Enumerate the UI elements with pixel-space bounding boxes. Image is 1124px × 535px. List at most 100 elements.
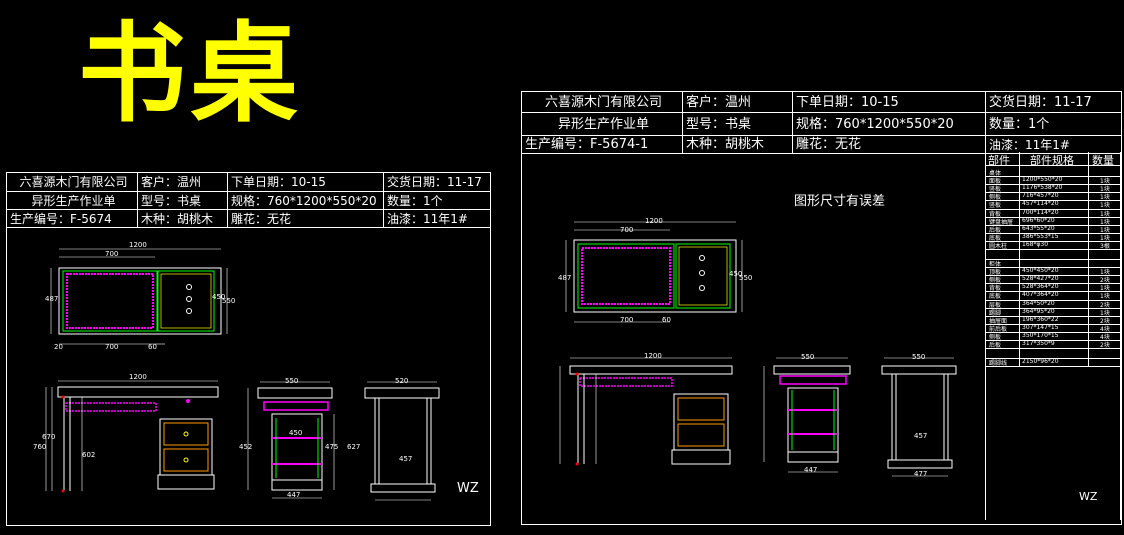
part-spec: 196*360*22 [1022,315,1059,323]
dim-side-width: 550 [285,377,299,385]
dimension-error-note: 图形尺寸有误差 [794,194,886,209]
part-qty: 1块 [1100,293,1110,301]
part-spec: 716*457*20 [1022,192,1059,200]
part-qty: 1块 [1100,186,1110,194]
left-doc-type: 异形生产作业单 [7,192,138,210]
part-name: 顶板 [989,269,1002,277]
left-client: 客户：温州 [138,173,228,192]
left-quantity: 数量：1个 [384,192,490,210]
part-name: 侧板 [989,277,1002,285]
right-side-view [763,357,851,473]
dim-back-width-r: 550 [912,353,926,361]
left-prod-no: 生产编号：F-5674 [7,210,138,228]
dim-back-w3-r: 477 [914,470,928,478]
dim-plan-left-r: 700 [620,226,634,234]
right-spec: 规格：760*1200*550*20 [793,113,986,136]
part-name: 底板 [989,234,1002,242]
dim-plan-bottom-right-r: 60 [662,316,671,324]
parts-header-spec: 部件规格 [1030,154,1074,167]
part-name: 竖板 [989,186,1002,194]
part-name: 底板 [989,293,1002,301]
parts-row: 面板 1200*550*20 1块 [986,176,1120,186]
parts-rule [986,348,1120,350]
dim-side-h1: 452 [239,443,253,451]
right-back-view [881,357,957,477]
parts-rule [986,184,1120,186]
right-signature: WZ [1079,490,1098,503]
part-qty: 2块 [1100,317,1110,325]
part-spec: 1200*550*20 [1022,176,1063,184]
part-qty: 3根 [1100,242,1110,250]
left-paint: 油漆：11年1# [384,210,490,228]
part-qty: 4块 [1100,333,1110,341]
dim-back-width: 520 [395,377,409,385]
part-name: 层板 [989,301,1002,309]
right-model: 型号：书桌 [683,113,793,136]
dim-plan-bottom-right: 60 [148,343,157,351]
parts-rule [986,200,1120,202]
right-paint: 油漆：11年1# [986,136,1121,154]
part-spec: 168*φ30 [1022,240,1049,248]
parts-group-title: 桌体 [989,170,1002,177]
parts-rule [986,366,1120,368]
part-qty: 1块 [1100,269,1110,277]
parts-header-qty: 数量 [1092,154,1114,167]
parts-rule [986,165,1120,166]
dim-side-w3: 475 [325,443,339,451]
dim-plan-width: 1200 [129,241,147,249]
parts-rule [986,307,1120,309]
dim-back-w2: 457 [399,455,413,463]
left-signature: WZ [457,481,479,496]
right-company: 六喜源木门有限公司 [522,92,683,113]
left-front-view [45,380,219,493]
part-spec: 450*450*20 [1022,267,1059,275]
part-qty: 1块 [1100,285,1110,293]
parts-rule [986,267,1120,269]
part-name: 后板 [989,226,1002,234]
part-spec: 317*350*9 [1022,340,1055,347]
part-name: 前后板 [989,325,1008,333]
right-plan-view [565,221,743,323]
parts-row: 顶板 450*450*20 1块 [986,267,1120,277]
right-front-view [559,357,733,466]
part-name: 踢脚 [989,309,1002,317]
right-quantity: 数量：1个 [986,113,1121,136]
part-name: 圆木柱 [989,242,1008,250]
dim-back-h: 627 [347,443,361,451]
parts-header-part: 部件 [988,154,1010,167]
parts-rule [986,323,1120,325]
part-name: 竖板 [989,202,1002,210]
dim-plan-depth-r: 487 [558,274,572,282]
parts-rule [986,259,1120,260]
part-name: 侧板 [989,333,1002,341]
parts-rule [986,232,1120,234]
part-qty: 1块 [1100,234,1110,242]
right-client: 客户：温州 [683,92,793,113]
parts-rule [986,192,1120,194]
parts-rule [986,291,1120,293]
dim-plan-depth2-r: 450 [729,270,743,278]
part-spec: 407*364*20 [1022,291,1059,299]
part-qty: 1块 [1100,202,1110,210]
dim-plan-depth2: 450 [212,293,226,301]
right-carving: 雕花：无花 [793,136,986,154]
right-doc-type: 异形生产作业单 [522,113,683,136]
dim-back-w2-r: 457 [914,432,928,440]
dim-side-w2: 447 [287,491,301,499]
parts-rule [986,240,1120,242]
part-spec: 364*95*20 [1022,307,1055,315]
left-company: 六喜源木门有限公司 [7,173,138,192]
parts-rule [986,331,1120,333]
parts-rule [986,283,1120,285]
dim-front-width-r: 1200 [644,352,662,360]
part-name: 面板 [989,178,1002,186]
part-name: 背板 [989,210,1002,218]
part-qty: 1块 [1100,178,1110,186]
